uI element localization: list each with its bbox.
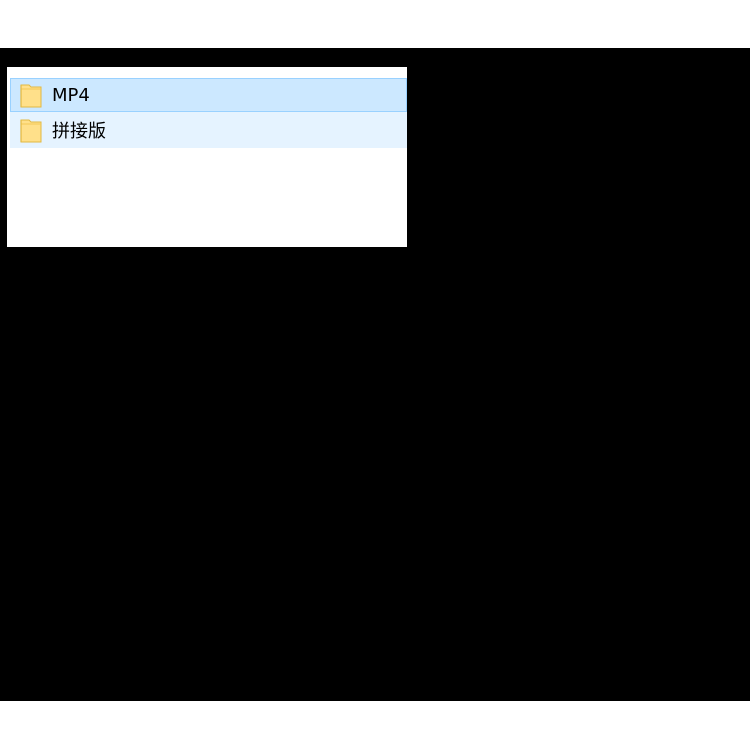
file-list-panel: MP4 拼接版 [7, 67, 407, 247]
folder-icon [20, 84, 42, 108]
folder-icon [20, 119, 42, 143]
letterbox-bottom [0, 701, 750, 750]
folder-item-mp4[interactable]: MP4 [10, 78, 407, 112]
folder-label: MP4 [52, 84, 90, 106]
folder-label: 拼接版 [52, 121, 106, 142]
screen-area: MP4 拼接版 [0, 48, 750, 701]
letterbox-top [0, 0, 750, 48]
file-list: MP4 拼接版 [10, 78, 407, 148]
folder-item-pinjieban[interactable]: 拼接版 [10, 112, 407, 148]
